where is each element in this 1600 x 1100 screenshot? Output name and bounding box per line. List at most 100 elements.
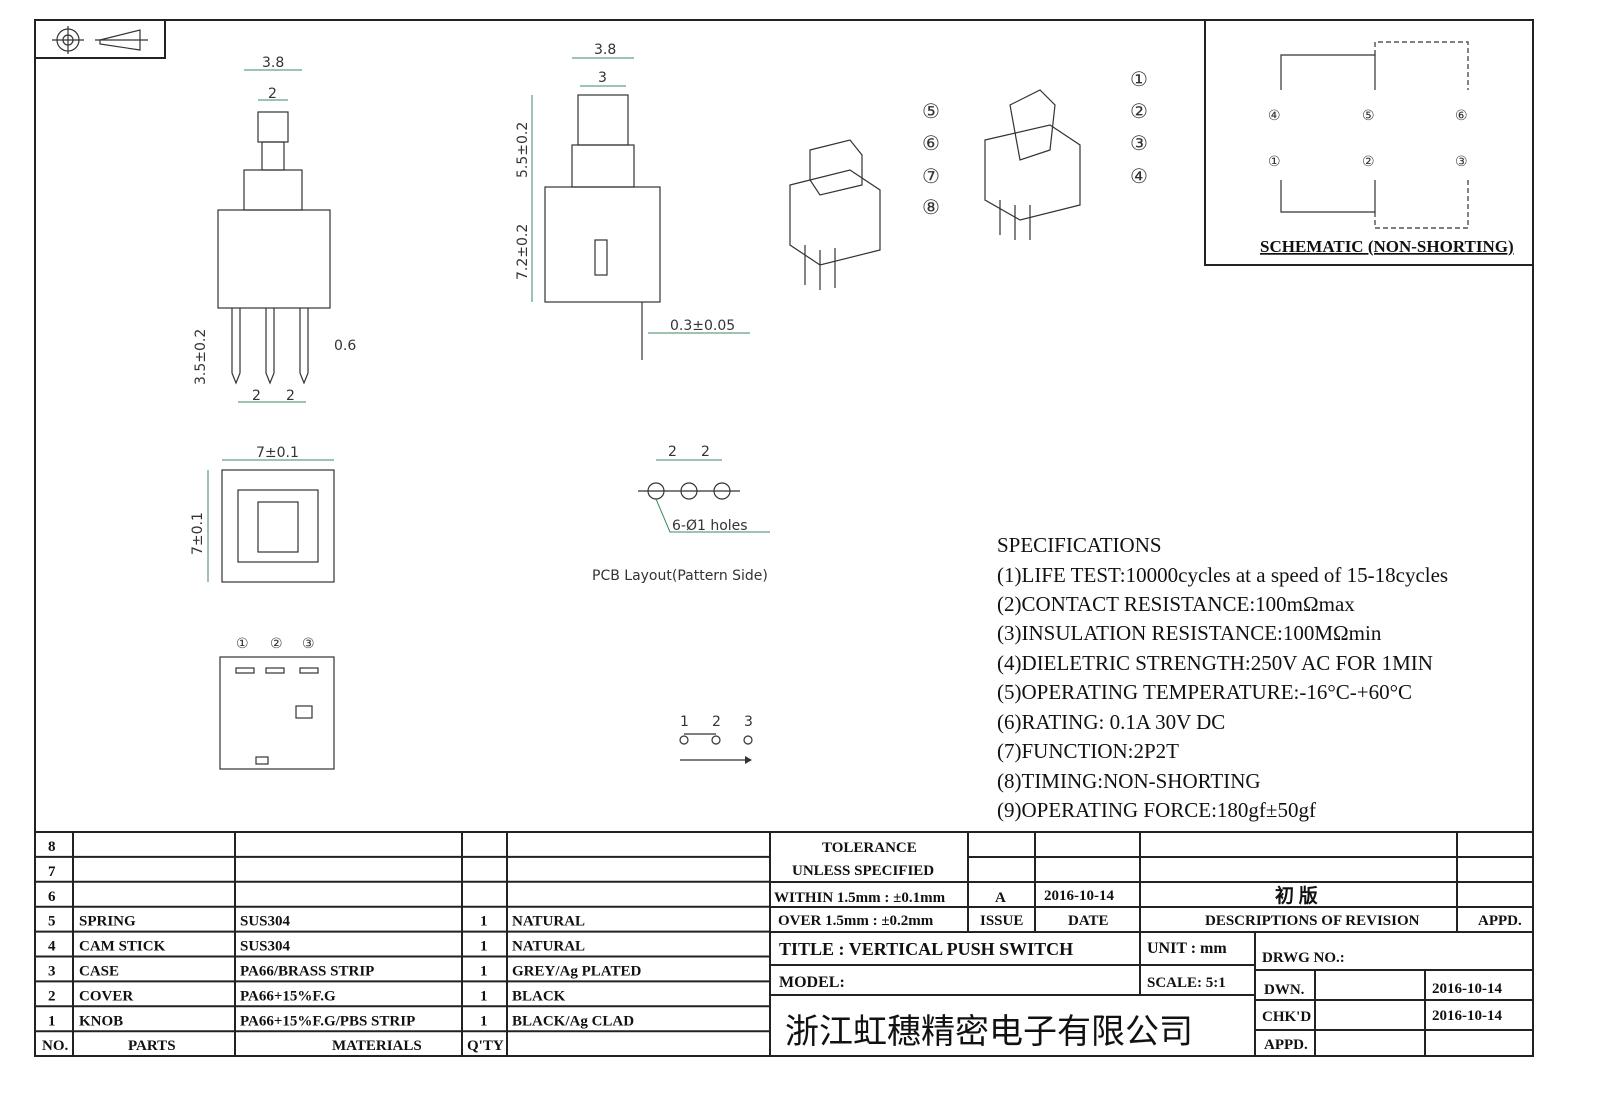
part-finish: BLACK <box>512 988 566 1004</box>
part-finish: NATURAL <box>512 939 585 955</box>
part-material: PA66+15%F.G <box>240 988 336 1004</box>
drawing-number: DRWG NO.: <box>1262 950 1345 966</box>
part-name: CASE <box>79 964 119 980</box>
switch-pin-1: 1 <box>680 714 689 730</box>
spec-item: (4)DIELETRIC STRENGTH:250V AC FOR 1MIN <box>997 651 1433 675</box>
drawn-label: DWN. <box>1264 982 1305 998</box>
pcb-holes-label: 6-Ø1 holes <box>672 518 748 534</box>
row-number: 4 <box>48 939 56 955</box>
header-materials: MATERIALS <box>332 1038 422 1054</box>
revision-description: 初 版 <box>1275 884 1318 907</box>
part-qty: 1 <box>480 914 488 930</box>
part-qty: 1 <box>480 988 488 1004</box>
dim-front-width: 3.8 <box>262 55 284 71</box>
dim-side-width: 3.8 <box>594 42 616 58</box>
header-parts: PARTS <box>128 1038 176 1054</box>
callout-5: ⑤ <box>922 99 940 123</box>
part-finish: BLACK/Ag CLAD <box>512 1013 634 1029</box>
drawing-border <box>34 19 1534 1057</box>
part-name: COVER <box>79 988 133 1004</box>
bottom-pin-3: ③ <box>302 636 315 652</box>
schematic-pin-5: ⑤ <box>1362 108 1375 124</box>
revision-issue: A <box>995 890 1006 906</box>
dim-pin-length: 3.5±0.2 <box>193 329 209 385</box>
spec-item: (9)OPERATING FORCE:180gf±50gf <box>997 798 1316 822</box>
header-qty: Q'TY <box>467 1038 504 1054</box>
company-name: 浙江虹穗精密电子有限公司 <box>785 1012 1193 1052</box>
pcb-caption: PCB Layout(Pattern Side) <box>592 568 768 584</box>
model: MODEL: <box>779 974 845 991</box>
exploded-callouts: ① ② ③ ④ ⑤ ⑥ ⑦ ⑧ <box>922 67 1148 219</box>
switch-pin-3: 3 <box>744 714 753 730</box>
dim-front-knob: 2 <box>268 86 277 102</box>
spec-item: (1)LIFE TEST:10000cycles at a speed of 1… <box>997 563 1448 587</box>
header-no: NO. <box>42 1038 69 1054</box>
spec-item: (8)TIMING:NON-SHORTING <box>997 769 1261 793</box>
row-number: 2 <box>48 988 56 1004</box>
drawing-title: TITLE : VERTICAL PUSH SWITCH <box>779 939 1073 959</box>
schematic-caption: SCHEMATIC (NON-SHORTING) <box>1260 237 1514 256</box>
schematic-pin-6: ⑥ <box>1455 108 1468 124</box>
callout-3: ③ <box>1130 131 1148 155</box>
part-qty: 1 <box>480 939 488 955</box>
tolerance-over: OVER 1.5mm : ±0.2mm <box>778 913 934 929</box>
part-material: PA66/BRASS STRIP <box>240 964 374 980</box>
approved-label: APPD. <box>1264 1037 1308 1053</box>
front-view: 3.8 2 3.5±0.2 0.6 2 2 <box>193 55 356 404</box>
header-appd: APPD. <box>1478 913 1522 929</box>
exploded-view <box>984 89 1081 240</box>
spec-item: (6)RATING: 0.1A 30V DC <box>997 710 1225 734</box>
callout-4: ④ <box>1130 164 1148 188</box>
row-number: 3 <box>48 964 56 980</box>
pcb-pitch-1: 2 <box>668 444 677 460</box>
callout-2: ② <box>1130 99 1148 123</box>
title-block: TOLERANCE UNLESS SPECIFIED WITHIN 1.5mm … <box>770 832 1533 1056</box>
row-number: 7 <box>48 864 56 880</box>
specs-title: SPECIFICATIONS <box>997 533 1162 557</box>
part-name: CAM STICK <box>79 939 166 955</box>
isometric-view <box>789 139 881 290</box>
callout-7: ⑦ <box>922 164 940 188</box>
schematic-pin-3: ③ <box>1455 154 1468 170</box>
side-view: 3.8 3 5.5±0.2 7.2±0.2 0.3±0.05 <box>515 42 750 360</box>
checked-date: 2016-10-14 <box>1432 1008 1502 1024</box>
unit: UNIT : mm <box>1147 940 1227 957</box>
scale: SCALE: 5:1 <box>1147 975 1226 991</box>
part-name: SPRING <box>79 914 136 930</box>
row-number: 1 <box>48 1013 56 1029</box>
header-issue: ISSUE <box>980 913 1023 929</box>
part-finish: GREY/Ag PLATED <box>512 964 641 980</box>
part-qty: 1 <box>480 964 488 980</box>
callout-8: ⑧ <box>922 195 940 219</box>
checked-label: CHK'D <box>1262 1009 1311 1025</box>
dim-stroke: 5.5±0.2 <box>515 122 531 178</box>
bottom-pin-1: ① <box>236 636 249 652</box>
header-date: DATE <box>1068 913 1109 929</box>
dim-pin-thickness: 0.3±0.05 <box>670 318 735 334</box>
dim-top-width: 7±0.1 <box>256 445 299 461</box>
specifications: SPECIFICATIONS (1)LIFE TEST:10000cycles … <box>997 533 1448 822</box>
switch-pin-2: 2 <box>712 714 721 730</box>
dim-pin-width: 0.6 <box>334 338 356 354</box>
dim-top-height: 7±0.1 <box>190 512 206 555</box>
part-name: KNOB <box>79 1013 123 1029</box>
spec-item: (2)CONTACT RESISTANCE:100mΩmax <box>997 592 1355 616</box>
spec-item: (7)FUNCTION:2P2T <box>997 739 1179 763</box>
part-material: PA66+15%F.G/PBS STRIP <box>240 1013 415 1029</box>
tolerance-label-2: UNLESS SPECIFIED <box>792 863 934 879</box>
schematic-pin-4: ④ <box>1268 108 1281 124</box>
schematic-pin-2: ② <box>1362 154 1375 170</box>
tolerance-label: TOLERANCE <box>822 840 917 856</box>
part-material: SUS304 <box>240 914 291 930</box>
bottom-pin-2: ② <box>270 636 283 652</box>
header-description: DESCRIPTIONS OF REVISION <box>1205 913 1420 929</box>
part-finish: NATURAL <box>512 914 585 930</box>
pcb-layout: 2 2 6-Ø1 holes PCB Layout(Pattern Side) <box>592 444 770 584</box>
revision-date: 2016-10-14 <box>1044 888 1114 904</box>
spec-item: (5)OPERATING TEMPERATURE:-16°C-+60°C <box>997 680 1412 704</box>
dim-pitch-2: 2 <box>286 388 295 404</box>
part-material: SUS304 <box>240 939 291 955</box>
pcb-pitch-2: 2 <box>701 444 710 460</box>
